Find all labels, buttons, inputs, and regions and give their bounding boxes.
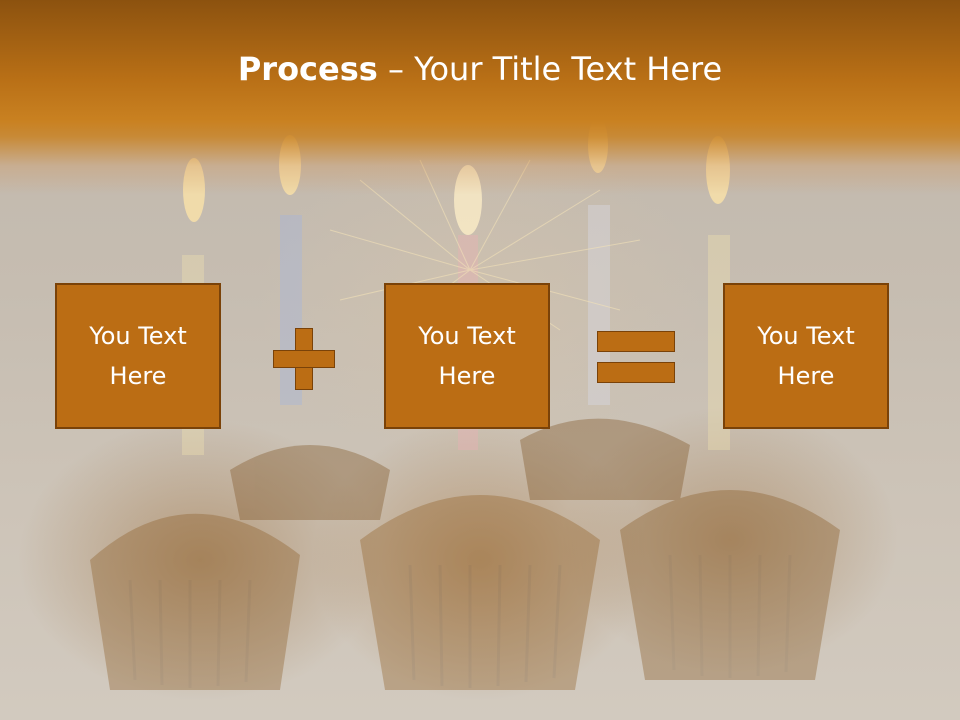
title-band	[0, 0, 960, 195]
equals-icon	[597, 331, 675, 383]
text-box-2-line1: You Text	[418, 322, 516, 350]
text-box-3-line2: Here	[777, 362, 835, 390]
text-box-1-line2: Here	[109, 362, 167, 390]
slide-title: Process – Your Title Text Here	[0, 50, 960, 88]
text-box-2-line2: Here	[438, 362, 496, 390]
text-box-1-line1: You Text	[89, 322, 187, 350]
plus-icon	[273, 328, 335, 390]
title-rest-text: – Your Title Text Here	[377, 50, 723, 88]
title-bold-text: Process	[237, 50, 378, 88]
text-box-3-line1: You Text	[757, 322, 855, 350]
